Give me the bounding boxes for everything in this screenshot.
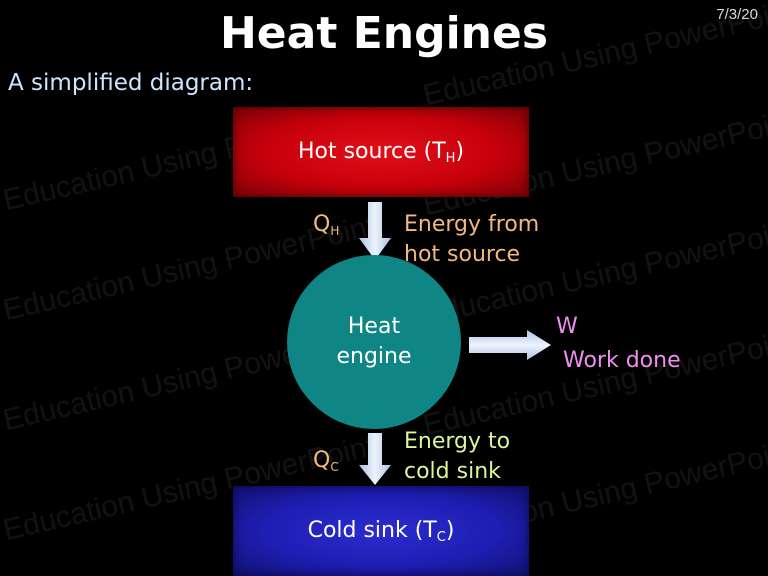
q-cold-label: QC [313, 448, 339, 474]
q-hot-label: QH [313, 212, 340, 238]
hot-source-box: Hot source (TH) [233, 107, 529, 197]
q-cold-description: Energy to cold sink [404, 429, 511, 484]
work-symbol: W [556, 314, 578, 339]
q-hot-description: Energy from hot source [404, 212, 540, 267]
arrow-down-icon [359, 202, 391, 260]
slide-date: 7/3/20 [716, 6, 758, 23]
work-description: Work done [563, 348, 681, 373]
heat-engine-circle: Heat engine [287, 255, 461, 429]
slide-subtitle: A simplified diagram: [8, 70, 254, 96]
hot-source-label: Hot source (TH) [297, 138, 465, 166]
engine-label-line1: Heat [347, 314, 401, 340]
cold-sink-label: Cold sink (TC) [307, 517, 455, 545]
arrow-down-icon [359, 433, 391, 485]
engine-label-line2: engine [336, 344, 412, 369]
cold-sink-box: Cold sink (TC) [233, 486, 529, 576]
arrow-right-icon [469, 330, 551, 360]
slide-title: Heat Engines [219, 8, 549, 59]
